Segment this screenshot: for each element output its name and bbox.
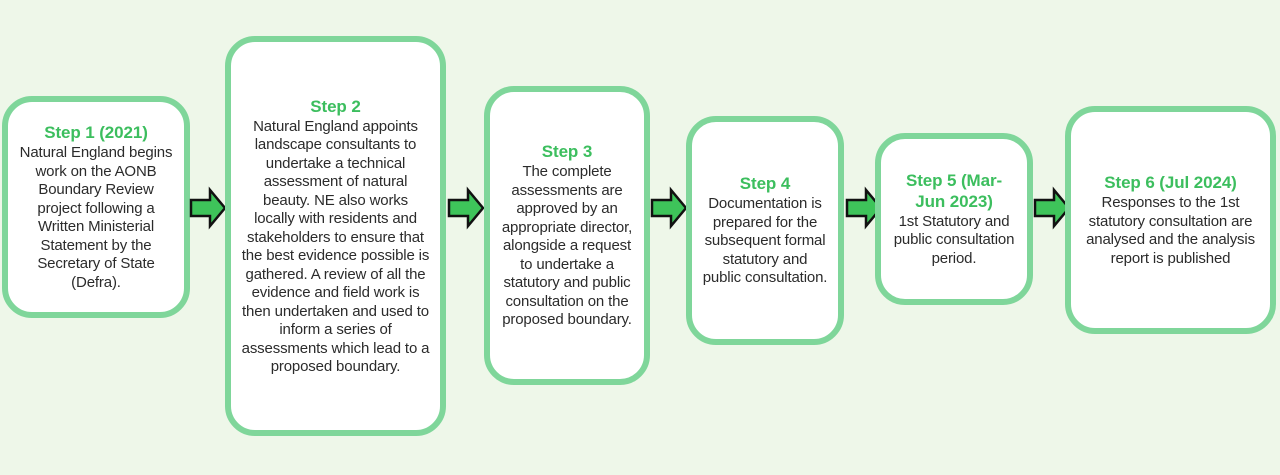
step-3-title: Step 3 (541, 142, 593, 162)
step-3-body: The complete assessments are approved by… (501, 163, 633, 329)
right-arrow-icon (1033, 186, 1071, 230)
arrow-step3-to-step4 (650, 186, 688, 230)
step-1-body: Natural England begins work on the AONB … (19, 144, 173, 291)
right-arrow-icon (845, 186, 883, 230)
step-2-body: Natural England appoints landscape consu… (241, 117, 430, 376)
right-arrow-icon (650, 186, 688, 230)
step-6-body: Responses to the 1st statutory consultat… (1086, 194, 1255, 267)
step-box-4[interactable]: Step 4 Documentation is prepared for the… (686, 116, 844, 345)
arrow-step2-to-step3 (447, 186, 485, 230)
step-6-title: Step 6 (Jul 2024) (1104, 173, 1237, 192)
step-4-title: Step 4 (739, 174, 791, 194)
step-box-6[interactable]: Step 6 (Jul 2024) Responses to the 1st s… (1065, 106, 1276, 334)
step-box-2[interactable]: Step 2 Natural England appoints landscap… (225, 36, 446, 436)
step-box-1[interactable]: Step 1 (2021) Natural England begins wor… (2, 96, 190, 318)
step-box-5[interactable]: Step 5 (Mar-Jun 2023) 1st Statutory and … (875, 133, 1033, 305)
step-1-title: Step 1 (2021) (44, 123, 148, 142)
step-box-3[interactable]: Step 3 The complete assessments are appr… (484, 86, 650, 385)
right-arrow-icon (189, 186, 227, 230)
step-5-title: Step 5 (Mar-Jun 2023) (905, 170, 1003, 211)
arrow-step1-to-step2 (189, 186, 227, 230)
right-arrow-icon (447, 186, 485, 230)
step-2-title: Step 2 (310, 96, 361, 116)
step-5-body: 1st Statutory and public consultation pe… (893, 212, 1015, 267)
arrow-step5-to-step6 (1033, 186, 1071, 230)
arrow-step4-to-step5 (845, 186, 883, 230)
step-4-body: Documentation is prepared for the subseq… (702, 195, 828, 287)
